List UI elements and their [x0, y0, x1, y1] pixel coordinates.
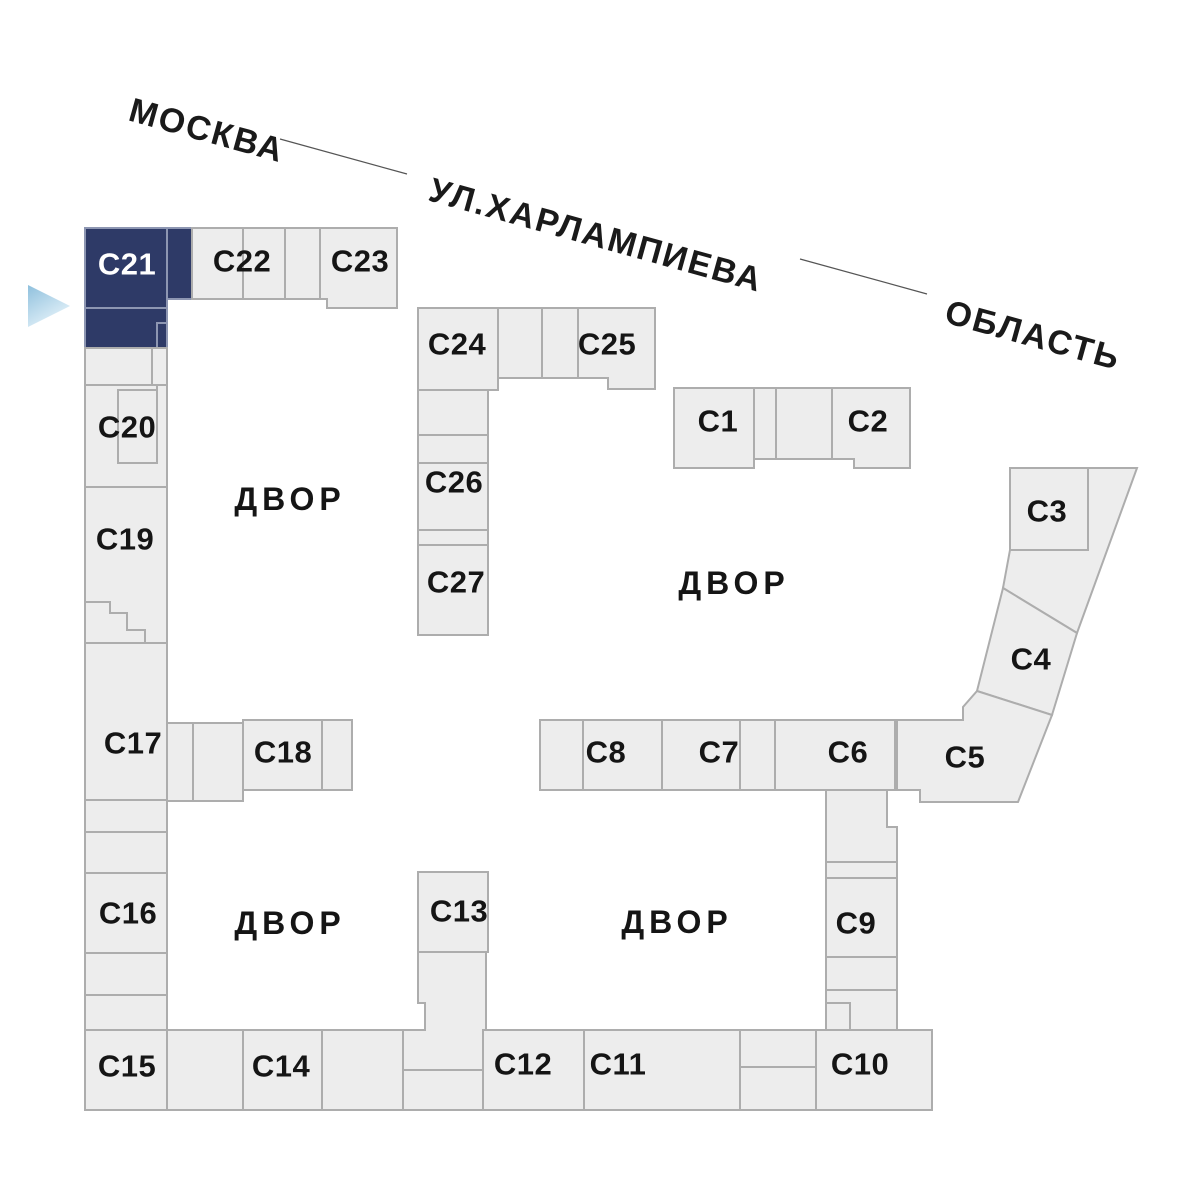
building-section[interactable] — [84, 952, 168, 996]
label-c10: С10 — [831, 1047, 889, 1082]
street-label-moscow: МОСКВА — [125, 91, 289, 170]
label-c7: С7 — [699, 735, 740, 770]
building-c5[interactable] — [896, 689, 1054, 803]
label-c11: С11 — [590, 1047, 647, 1082]
building-c6[interactable] — [774, 719, 896, 791]
building-c13-lower-section[interactable] — [402, 951, 487, 1071]
building-c10[interactable] — [815, 1029, 933, 1111]
building-c22-section[interactable] — [242, 227, 286, 300]
label-c27: С27 — [427, 565, 485, 600]
building-section[interactable] — [84, 994, 168, 1031]
courtyard-label: ДВОР — [621, 904, 732, 940]
label-c4: С4 — [1011, 642, 1052, 677]
building-c20-section-line — [117, 389, 158, 464]
building-c23[interactable] — [319, 227, 398, 309]
building-c25[interactable] — [577, 307, 656, 390]
selected-building-arrow-icon — [28, 285, 70, 327]
label-c15: С15 — [98, 1049, 156, 1084]
building-section[interactable] — [825, 956, 898, 991]
building-section[interactable] — [775, 387, 833, 460]
building-c11[interactable] — [583, 1029, 741, 1111]
label-c18: С18 — [254, 735, 312, 770]
label-c20: С20 — [98, 410, 156, 445]
building-section[interactable] — [321, 1029, 404, 1111]
label-c5: С5 — [945, 740, 986, 775]
building-section[interactable] — [166, 1029, 244, 1111]
building-c7[interactable] — [661, 719, 741, 791]
label-c16: С16 — [99, 896, 157, 931]
building-section[interactable] — [739, 1029, 817, 1068]
street-label-kharlampieva: УЛ.ХАРЛАМПИЕВА — [425, 171, 767, 300]
building-section[interactable] — [84, 799, 168, 833]
label-c17: С17 — [104, 726, 162, 761]
building-c13[interactable] — [417, 871, 489, 953]
building-c15[interactable] — [84, 1029, 168, 1111]
building-section[interactable] — [539, 719, 584, 791]
building-c17-section[interactable] — [192, 722, 244, 802]
label-c23: С23 — [331, 244, 389, 279]
courtyard-label: ДВОР — [234, 481, 345, 517]
building-c17[interactable] — [84, 642, 168, 801]
street-divider-line — [279, 138, 408, 175]
building-c21[interactable] — [84, 227, 168, 309]
building-section[interactable] — [151, 347, 168, 386]
label-c9: С9 — [836, 906, 877, 941]
building-c1[interactable] — [673, 387, 755, 469]
label-c26: С26 — [425, 465, 483, 500]
street-divider-line — [799, 258, 928, 295]
building-c14[interactable] — [242, 1029, 323, 1111]
label-c6: С6 — [828, 735, 869, 770]
building-section[interactable] — [417, 389, 489, 436]
label-c1: С1 — [698, 404, 739, 439]
building-section[interactable] — [84, 347, 153, 386]
building-c6-stem-section[interactable] — [825, 789, 898, 863]
building-c9-section-line — [825, 1002, 851, 1031]
building-c27[interactable] — [417, 544, 489, 636]
building-c3[interactable] — [1009, 467, 1089, 551]
building-section[interactable] — [284, 227, 321, 300]
building-section[interactable] — [417, 529, 489, 546]
label-c25: С25 — [578, 327, 636, 362]
label-c12: С12 — [494, 1047, 552, 1082]
building-section[interactable] — [497, 307, 543, 379]
building-section[interactable] — [753, 387, 777, 460]
label-c19: С19 — [96, 522, 154, 557]
building-section[interactable] — [739, 719, 776, 791]
building-c2[interactable] — [831, 387, 911, 469]
building-section[interactable] — [84, 831, 168, 874]
buildings-layer — [84, 227, 1139, 1111]
building-c19-stairs-line — [85, 601, 146, 643]
building-section[interactable] — [402, 1069, 484, 1111]
building-labels: С21 С22 С23 С24 С25 С26 С27 С20 С19 С17 … — [96, 244, 1068, 1084]
building-c26[interactable] — [417, 462, 489, 531]
street-label-oblast: ОБЛАСТЬ — [941, 293, 1125, 378]
label-c22: С22 — [213, 244, 271, 279]
label-c2: С2 — [848, 404, 889, 439]
courtyard-label: ДВОР — [234, 905, 345, 941]
building-c18-section[interactable] — [321, 719, 353, 791]
building-section[interactable] — [739, 1066, 817, 1111]
building-section[interactable] — [541, 307, 579, 379]
courtyard-labels: ДВОР ДВОР ДВОР ДВОР — [234, 481, 789, 941]
building-c20[interactable] — [84, 384, 168, 488]
label-c14: С14 — [252, 1049, 311, 1084]
label-c8: С8 — [586, 735, 627, 770]
courtyard-label: ДВОР — [678, 565, 789, 601]
building-c21-wing-bottom[interactable] — [84, 307, 168, 349]
building-c21-wing-right[interactable] — [166, 227, 193, 300]
building-c17-section[interactable] — [166, 722, 194, 802]
building-section[interactable] — [825, 989, 898, 1031]
building-section[interactable] — [417, 434, 489, 464]
building-c9[interactable] — [825, 877, 898, 958]
building-section[interactable] — [825, 861, 898, 879]
label-c13: С13 — [430, 894, 488, 929]
label-c3: С3 — [1027, 494, 1068, 529]
label-c21: С21 — [98, 247, 156, 282]
label-c24: С24 — [428, 327, 487, 362]
